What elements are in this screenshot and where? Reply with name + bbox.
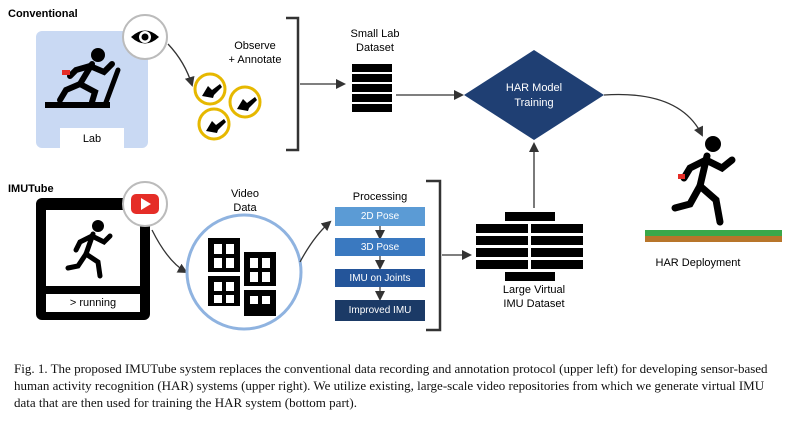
- video-label-2: Data: [233, 202, 257, 214]
- runner-icon-lab: [57, 48, 115, 105]
- runner-icon-video: [65, 220, 113, 279]
- har-model-label-1: HAR Model: [505, 82, 563, 94]
- video-label-1: Video: [231, 188, 259, 200]
- annotate-label: + Annotate: [228, 54, 282, 66]
- har-deployment-label: HAR Deployment: [655, 257, 741, 269]
- observe-label: Observe: [234, 40, 276, 52]
- pipeline-step-2d-pose: 2D Pose: [335, 207, 425, 226]
- database-stack-icon-large: [476, 212, 583, 281]
- youtube-play-icon: [131, 194, 159, 214]
- pipeline-step-3d-pose: 3D Pose: [335, 238, 425, 256]
- small-lab-dataset-label-2: Dataset: [356, 42, 394, 54]
- pipeline-step-improved-imu: Improved IMU: [335, 300, 425, 321]
- figure-graphics: [36, 14, 782, 332]
- har-model-label-2: Training: [514, 97, 554, 109]
- film-icon: [208, 238, 276, 316]
- annotator-icon: [193, 72, 262, 141]
- bracket-upper: [286, 16, 300, 152]
- figure: Conventional Lab Observe + Annotate Smal…: [8, 8, 782, 332]
- grass: [645, 230, 782, 236]
- pipeline-step-imu-on-joints: IMU on Joints: [335, 269, 425, 287]
- runner-icon-deployment: [671, 136, 736, 226]
- small-lab-dataset-label-1: Small Lab: [350, 28, 400, 40]
- treadmill-icon: [45, 67, 121, 108]
- figure-caption: Fig. 1. The proposed IMUTube system repl…: [14, 361, 768, 410]
- bracket-lower: [426, 179, 442, 332]
- large-virtual-label-2: IMU Dataset: [503, 298, 565, 310]
- eye-icon: [131, 30, 159, 44]
- running-label: > running: [69, 297, 117, 309]
- processing-label: Processing: [352, 191, 408, 203]
- lab-label: Lab: [82, 133, 102, 145]
- har-model-training-diamond: [464, 50, 604, 140]
- soil: [645, 236, 782, 242]
- imutube-label: IMUTube: [8, 183, 54, 195]
- conventional-label: Conventional: [8, 8, 78, 20]
- large-virtual-label-1: Large Virtual: [502, 284, 566, 296]
- database-stack-icon-small: [352, 64, 392, 112]
